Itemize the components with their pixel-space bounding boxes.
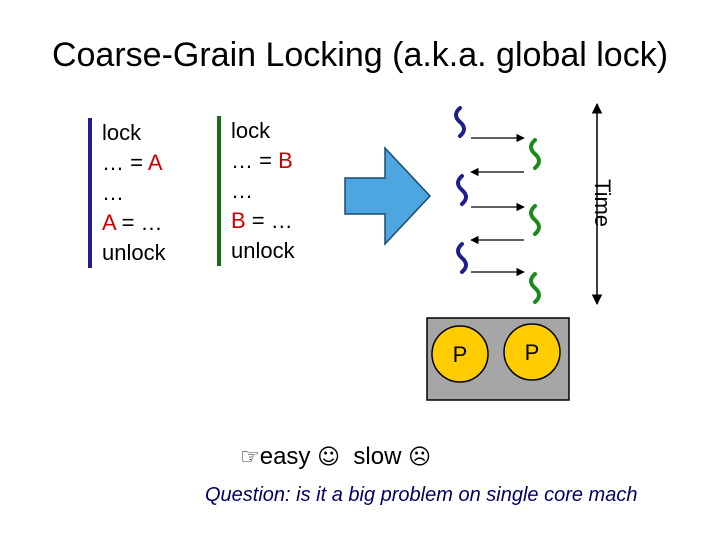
caption-easy: easy <box>259 443 311 470</box>
thread-1-segment <box>456 174 468 206</box>
big-right-arrow <box>344 146 432 246</box>
code-line: unlock <box>231 238 295 263</box>
processor-label: P <box>524 340 540 365</box>
code-line: A = … <box>102 210 163 235</box>
thread-1-segment <box>456 242 468 274</box>
processor-circle <box>503 323 561 381</box>
code-line: … <box>231 178 253 203</box>
processor-label: P <box>452 342 468 367</box>
pointing-hand-icon: ☞ <box>240 445 260 470</box>
sad-face-icon: ☹ <box>408 445 432 470</box>
thread-1-segment <box>454 106 466 138</box>
caption-slow: slow <box>353 443 402 470</box>
thread-1-code-block: lock … = A … A = … unlock <box>88 118 166 268</box>
code-line: … <box>102 180 124 205</box>
code-line: … = A <box>102 150 163 175</box>
time-label: Time <box>590 178 616 228</box>
slide-title: Coarse-Grain Locking (a.k.a. global lock… <box>51 36 669 74</box>
thread-2-segment <box>529 138 541 170</box>
code-line: unlock <box>102 240 166 265</box>
smiley-face-icon: ☺ <box>317 445 341 470</box>
code-line: lock <box>231 118 271 143</box>
code-line: B = … <box>231 208 293 233</box>
thread-2-segment <box>529 204 541 236</box>
question-text: Question: is it a big problem on single … <box>205 484 638 506</box>
caption: ☞easy ☺ slow ☹ <box>240 440 431 475</box>
thread-2-segment <box>529 272 541 304</box>
code-line: lock <box>102 120 142 145</box>
processor-circle <box>431 325 489 383</box>
thread-2-code-block: lock … = B … B = … unlock <box>217 116 295 266</box>
code-line: … = B <box>231 148 293 173</box>
